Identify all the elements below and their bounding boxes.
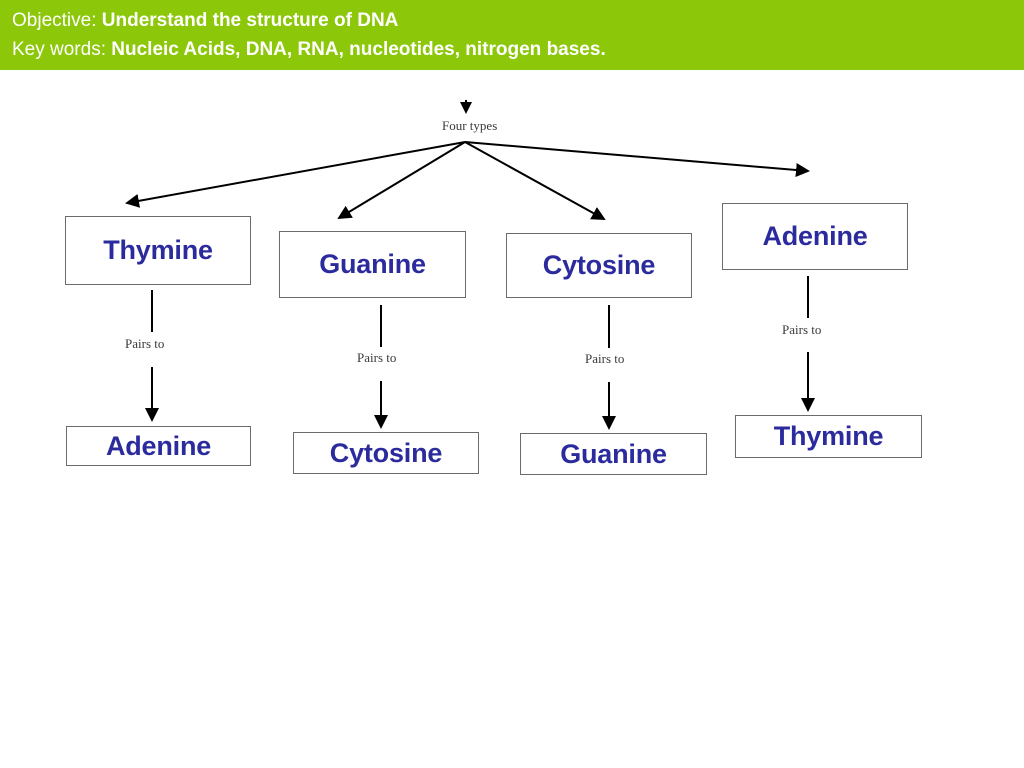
fanout-arrow-adenine	[464, 141, 810, 177]
base-label: Guanine	[319, 249, 426, 279]
keywords-label: Key words:	[12, 39, 106, 60]
base-label: Cytosine	[542, 250, 656, 280]
base-label: Adenine	[105, 430, 212, 461]
fanout-arrow-guanine	[337, 141, 466, 220]
base-box-thymine-bottom[interactable]: Thymine	[735, 415, 922, 458]
base-box-adenine-top[interactable]: Adenine	[722, 203, 908, 270]
fanout-arrow-cytosine	[464, 141, 606, 220]
objective-banner: Objective: Understand the structure of D…	[0, 0, 1024, 70]
diagram-connectors	[125, 100, 815, 430]
four-types-label: Four types	[442, 118, 498, 133]
base-box-thymine-top[interactable]: Thymine	[65, 216, 251, 285]
objective-line: Objective: Understand the structure of D…	[12, 6, 1024, 35]
pairs-to-label-2: Pairs to	[357, 350, 397, 365]
base-box-guanine-bottom[interactable]: Guanine	[520, 433, 707, 475]
base-label: Cytosine	[329, 437, 443, 468]
base-box-cytosine-top[interactable]: Cytosine	[506, 233, 692, 298]
base-box-guanine-top[interactable]: Guanine	[279, 231, 466, 298]
keywords-line: Key words: Nucleic Acids, DNA, RNA, nucl…	[12, 35, 1024, 64]
pairs-to-label-4: Pairs to	[782, 322, 822, 337]
base-label: Thymine	[103, 235, 213, 265]
objective-text: Understand the structure of DNA	[101, 10, 399, 31]
objective-label: Objective:	[12, 10, 97, 31]
base-box-cytosine-bottom[interactable]: Cytosine	[293, 432, 479, 474]
keywords-text: Nucleic Acids, DNA, RNA, nucleotides, ni…	[111, 39, 606, 60]
base-box-adenine-bottom[interactable]: Adenine	[66, 426, 251, 466]
pairs-to-label-1: Pairs to	[125, 336, 165, 351]
pairs-to-label-3: Pairs to	[585, 351, 625, 366]
base-label: Adenine	[762, 221, 868, 251]
base-label: Guanine	[560, 438, 667, 469]
dna-bases-diagram: Four types Thymine Guanine Cytosine Aden…	[0, 70, 1024, 768]
fanout-arrow-thymine	[125, 141, 466, 208]
base-label: Thymine	[773, 421, 884, 451]
